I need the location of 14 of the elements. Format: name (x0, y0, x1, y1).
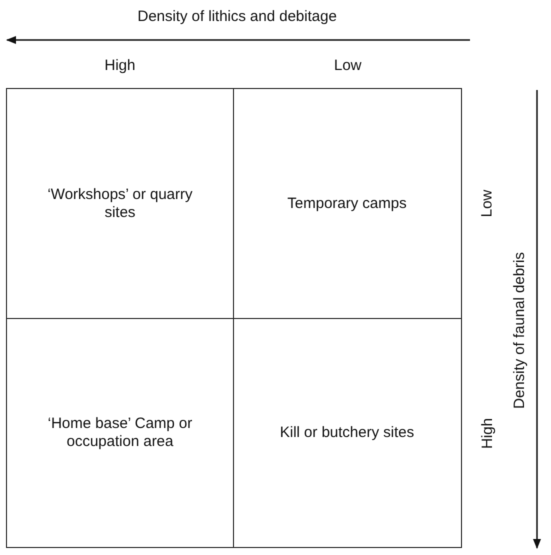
axis-title: Density of lithics and debitage (138, 8, 337, 24)
cell-text: Temporary camps (286, 194, 408, 212)
axis-label: Low (478, 189, 496, 217)
cell-text: ‘Home base’ Camp or occupation area (46, 414, 194, 450)
cell-text: Kill or butchery sites (278, 424, 416, 442)
axis-title: Density of faunal debris (510, 252, 528, 408)
matrix-cell (233, 88, 462, 319)
axis-label: High (478, 418, 496, 448)
matrix-cell (233, 318, 462, 548)
matrix-cell (6, 88, 234, 319)
axis-label: High (104, 56, 136, 74)
matrix-cell (6, 318, 234, 548)
cell-text: ‘Workshops’ or quarry sites (46, 186, 194, 222)
axis-label: Low (334, 56, 362, 74)
